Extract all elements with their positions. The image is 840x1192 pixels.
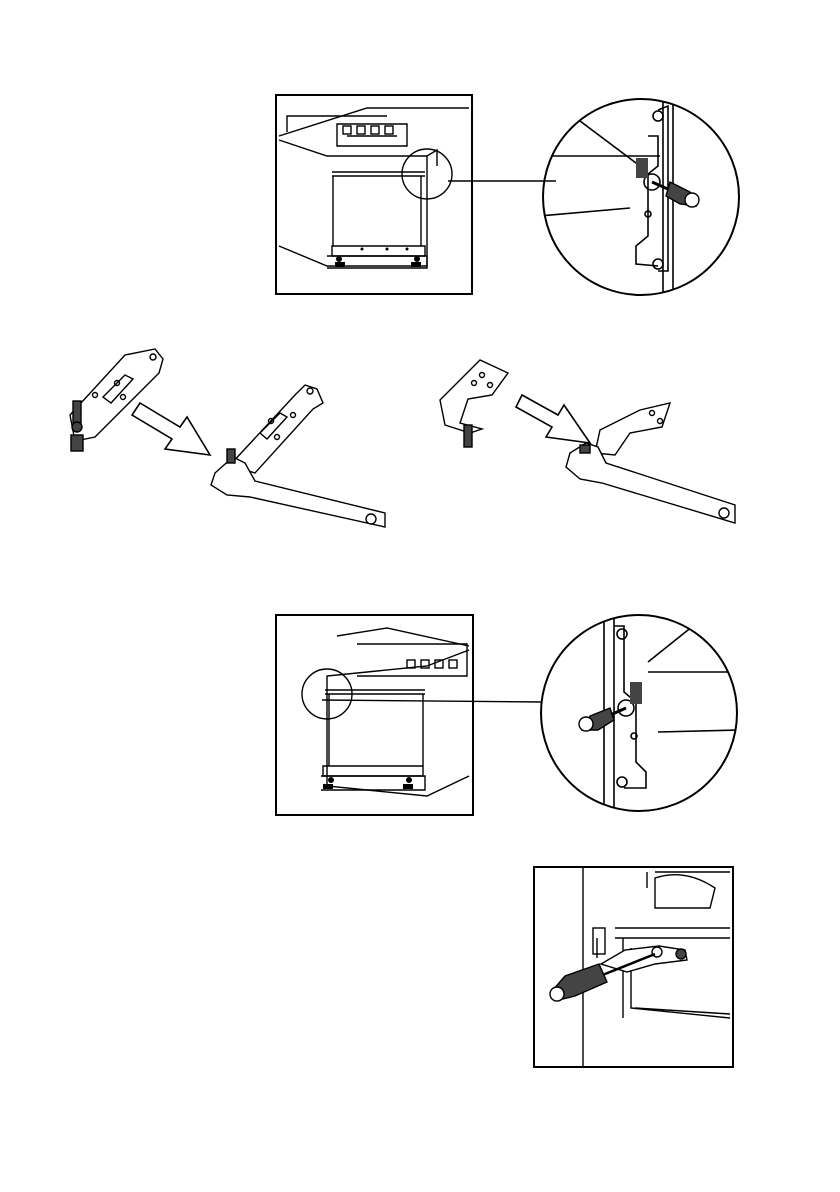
page-footer-strip bbox=[0, 1178, 840, 1192]
fridge-open-icon bbox=[277, 96, 471, 293]
step2-left-illustration bbox=[55, 345, 435, 530]
step3-fridge-frame bbox=[275, 614, 474, 816]
arrow-right-icon bbox=[132, 403, 210, 455]
hinge-plate-icon bbox=[230, 385, 323, 473]
hinge-bracket-icon bbox=[440, 360, 508, 447]
hinge-bracket-icon bbox=[595, 403, 670, 455]
step2-right-illustration bbox=[430, 355, 750, 527]
magnifier-callout-icon bbox=[538, 612, 740, 814]
magnifier-callout-icon bbox=[540, 96, 742, 298]
hinge-plate-icon bbox=[70, 349, 163, 451]
arrow-right-icon bbox=[516, 395, 590, 443]
wrench-icon bbox=[211, 449, 385, 527]
screwdriver-icon bbox=[550, 954, 655, 1001]
fridge-open-icon bbox=[277, 616, 472, 814]
step1-fridge-frame bbox=[275, 94, 473, 295]
screwdriver-icon bbox=[579, 682, 642, 731]
step4-lower-hinge-frame bbox=[533, 866, 734, 1068]
lower-hinge-illustration bbox=[535, 868, 732, 1066]
wrench-icon bbox=[566, 443, 735, 523]
callout-line bbox=[322, 697, 544, 705]
